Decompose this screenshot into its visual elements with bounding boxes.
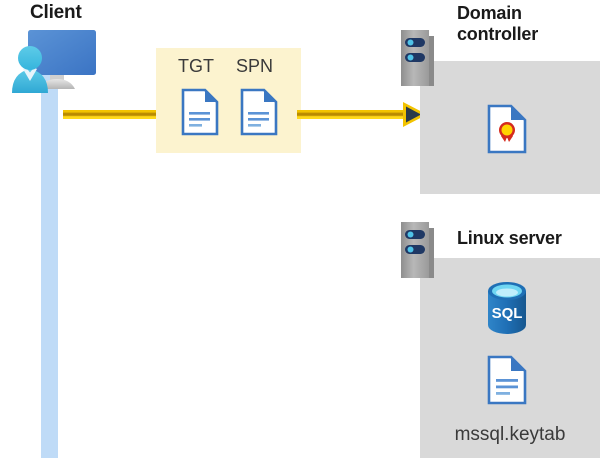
domain-controller-server-rack-icon [401, 30, 434, 86]
domain-controller-title: Domain controller [457, 3, 587, 45]
domain-controller-title-line1: Domain [457, 3, 522, 23]
domain-controller-title-line2: controller [457, 24, 539, 44]
client-lifeline [41, 66, 58, 458]
linux-server-rack-icon [401, 222, 434, 278]
token-highlight-box [156, 48, 301, 153]
linux-server-title: Linux server [457, 228, 562, 248]
spn-label: SPN [236, 56, 274, 76]
user-computer-icon [6, 27, 100, 99]
arrow-line-right [297, 110, 407, 119]
client-title: Client [30, 2, 82, 23]
tgt-label: TGT [178, 56, 214, 76]
arrow-head-icon [402, 101, 428, 128]
keytab-document-icon [487, 355, 527, 405]
sql-label: SQL [492, 305, 523, 322]
keytab-filename-label: mssql.keytab [454, 424, 566, 445]
certificate-icon [487, 104, 527, 154]
arrow-line-left [63, 110, 159, 119]
tgt-document-icon [181, 88, 219, 136]
sql-database-icon: SQL [484, 281, 530, 335]
spn-document-icon [240, 88, 278, 136]
